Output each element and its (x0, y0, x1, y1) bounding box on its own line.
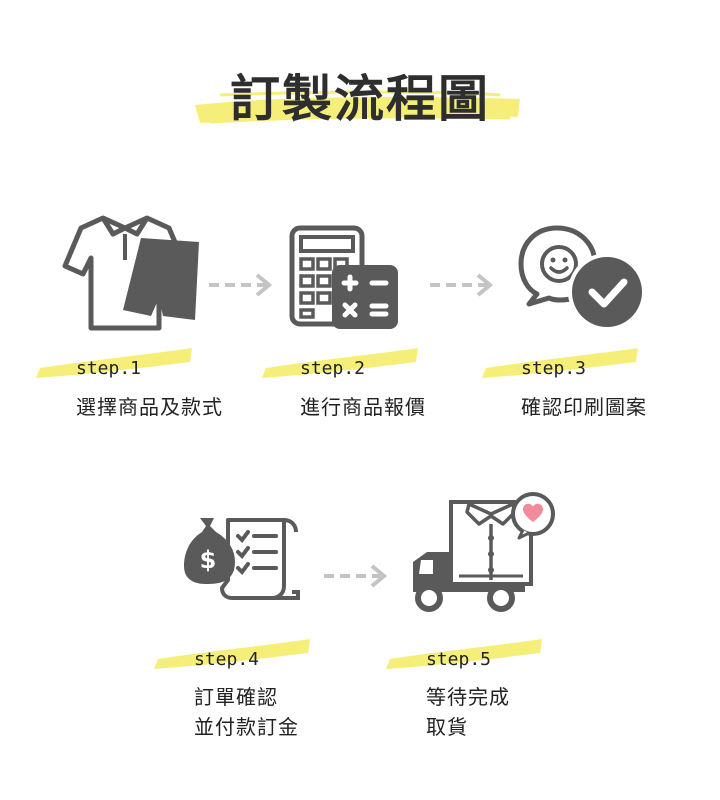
step-4-description: 訂單確認 並付款訂金 (194, 682, 299, 742)
step-3-line-1: 確認印刷圖案 (521, 395, 647, 419)
title-highlight (195, 90, 520, 124)
arrow-right-icon (430, 273, 494, 297)
step-highlight (482, 348, 638, 378)
step-4-line-1: 訂單確認 (194, 685, 278, 709)
step-3-description: 確認印刷圖案 (521, 392, 647, 422)
step-4-line-2: 並付款訂金 (194, 715, 299, 739)
page-title: 訂製流程圖 (230, 69, 490, 128)
step-2-description: 進行商品報價 (300, 392, 426, 422)
step-2-line-1: 進行商品報價 (300, 395, 426, 419)
moneybag-receipt-icon: $ (184, 518, 300, 600)
step-highlight (154, 639, 310, 669)
truck-shirt-heart-icon (413, 492, 555, 612)
step-5-description: 等待完成 取貨 (426, 682, 510, 742)
calculator-icon (289, 225, 398, 329)
step-highlight (386, 639, 542, 669)
step-3-label: step.3 (521, 358, 587, 379)
step-1-description: 選擇商品及款式 (76, 392, 223, 422)
step-highlight (262, 348, 418, 378)
svg-text:$: $ (200, 546, 217, 574)
step-5-line-1: 等待完成 (426, 685, 510, 709)
step-highlight (36, 348, 192, 378)
smile-check-icon (518, 225, 646, 331)
step-1-label: step.1 (76, 358, 142, 379)
arrow-right-icon (209, 273, 273, 297)
step-4-label: step.4 (194, 649, 260, 670)
arrow-right-icon (324, 564, 388, 588)
step-2-label: step.2 (300, 358, 366, 379)
step-1-line-1: 選擇商品及款式 (76, 395, 223, 419)
title-block: 訂製流程圖 (190, 55, 530, 140)
step-5-label: step.5 (426, 649, 492, 670)
step-5-line-2: 取貨 (426, 715, 468, 739)
shirt-shorts-icon (62, 215, 199, 331)
